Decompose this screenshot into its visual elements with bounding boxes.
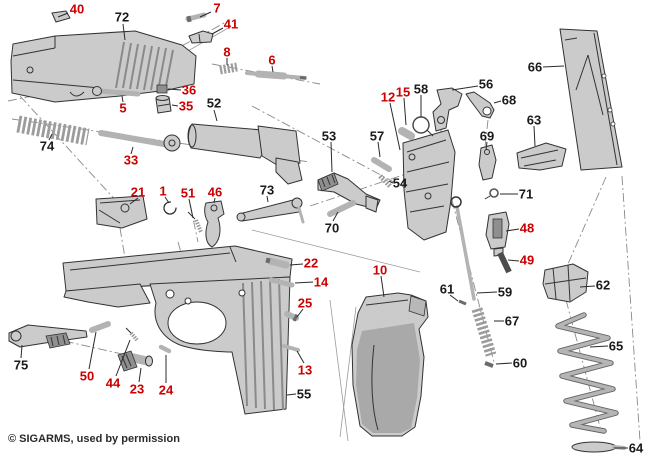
leader-line-1 xyxy=(164,196,170,204)
leader-line-5 xyxy=(121,95,124,103)
leader-line-52 xyxy=(213,109,218,122)
part-36-block xyxy=(156,84,168,94)
part-5-extractor xyxy=(92,86,141,97)
part-15-bushing xyxy=(398,127,415,140)
copyright-note: © SIGARMS, used by permission xyxy=(8,433,180,445)
part-48-safety-lock xyxy=(485,211,510,257)
leader-line-61 xyxy=(449,294,459,302)
part-46-trigger xyxy=(204,200,225,248)
part-44-spring xyxy=(125,327,139,342)
part-24-pin xyxy=(158,344,172,354)
leader-line-21 xyxy=(129,197,139,205)
part-13-pin xyxy=(282,344,300,352)
leader-line-46 xyxy=(213,197,216,204)
part-22-pin xyxy=(265,257,290,269)
part-75-takedown-lever xyxy=(8,324,88,349)
leader-line-59 xyxy=(476,291,498,294)
part-8-spring xyxy=(219,62,238,75)
leader-line-6 xyxy=(271,65,274,73)
part-53-decocking-lever xyxy=(317,172,381,213)
leader-line-55 xyxy=(286,393,297,396)
part-51-spring xyxy=(187,211,203,233)
part-59-hammer-strut xyxy=(450,196,476,301)
leader-line-66 xyxy=(542,65,565,68)
part-52-barrel xyxy=(187,123,303,185)
part-66-magazine xyxy=(559,28,623,171)
leader-line-48 xyxy=(505,228,520,232)
part-68-link xyxy=(465,91,495,119)
part-25-pin xyxy=(284,311,299,322)
leader-line-12 xyxy=(389,102,401,151)
leader-line-36 xyxy=(167,88,182,91)
part-67-mainspring xyxy=(471,307,497,357)
leader-line-22 xyxy=(289,263,304,266)
leader-lines xyxy=(20,11,628,449)
part-74-recoil-spring xyxy=(16,115,90,146)
leader-line-33 xyxy=(130,146,134,155)
leader-line-15 xyxy=(403,97,407,126)
part-50-pin xyxy=(89,321,111,333)
part-73-trigger-bar xyxy=(236,197,305,224)
leader-line-57 xyxy=(377,141,381,158)
leader-line-70 xyxy=(332,211,339,222)
part-14-pin xyxy=(268,277,295,288)
part-54-spring xyxy=(378,174,392,188)
leader-line-49 xyxy=(507,259,520,262)
leader-line-56 xyxy=(451,85,479,91)
leader-line-41 xyxy=(211,27,224,35)
leader-line-60 xyxy=(495,362,513,365)
part-49-pin xyxy=(497,251,512,274)
part-55-frame xyxy=(62,245,293,415)
leader-line-14 xyxy=(294,281,314,284)
part-23-catch-bolt xyxy=(117,350,153,372)
part-70-pin xyxy=(327,200,356,217)
part-65-magazine-spring xyxy=(555,312,619,434)
part-12-sear-housing xyxy=(402,129,456,241)
leader-line-62 xyxy=(579,285,596,288)
leader-line-74 xyxy=(48,133,53,141)
part-7-pin xyxy=(185,12,207,23)
leader-line-65 xyxy=(589,345,609,348)
leader-line-53 xyxy=(330,141,333,173)
part-6-firing-pin xyxy=(245,70,307,80)
part-57-pin xyxy=(371,157,392,172)
part-69-sear xyxy=(478,144,497,181)
part-72-slide xyxy=(10,30,197,103)
part-41-rear-sight xyxy=(188,30,214,44)
part-10-grip-module xyxy=(351,292,429,437)
part-64-floor-plate xyxy=(571,441,626,453)
part-63-slide-catch xyxy=(516,142,567,171)
leader-line-50 xyxy=(88,331,97,370)
leader-line-25 xyxy=(296,308,304,318)
part-58-spring-ring xyxy=(412,116,434,137)
leader-line-10 xyxy=(380,275,385,298)
leader-line-68 xyxy=(493,100,502,104)
leader-line-51 xyxy=(188,198,194,219)
part-1-circlip xyxy=(163,201,177,215)
part-21-locking-block xyxy=(95,195,148,229)
part-33-guide-rod xyxy=(98,130,181,152)
leader-line-54 xyxy=(388,180,394,184)
leader-line-35 xyxy=(171,104,179,107)
leader-line-73 xyxy=(266,195,269,203)
part-40-front-sight xyxy=(51,10,71,23)
leader-line-44 xyxy=(115,339,131,377)
leader-line-40 xyxy=(57,12,69,18)
leader-line-75 xyxy=(20,344,23,359)
part-60-pin xyxy=(484,361,494,368)
leader-line-13 xyxy=(296,350,305,364)
leader-line-72 xyxy=(122,23,126,41)
part-35-retainer xyxy=(155,95,172,114)
part-62-spring-seat xyxy=(542,263,589,303)
leader-line-69 xyxy=(485,141,488,151)
leader-line-23 xyxy=(138,367,142,383)
part-56-hammer xyxy=(432,87,463,132)
part-71-spring xyxy=(484,188,499,200)
leader-line-7 xyxy=(199,11,212,18)
leader-line-63 xyxy=(533,125,536,147)
part-61-pin xyxy=(458,299,467,306)
